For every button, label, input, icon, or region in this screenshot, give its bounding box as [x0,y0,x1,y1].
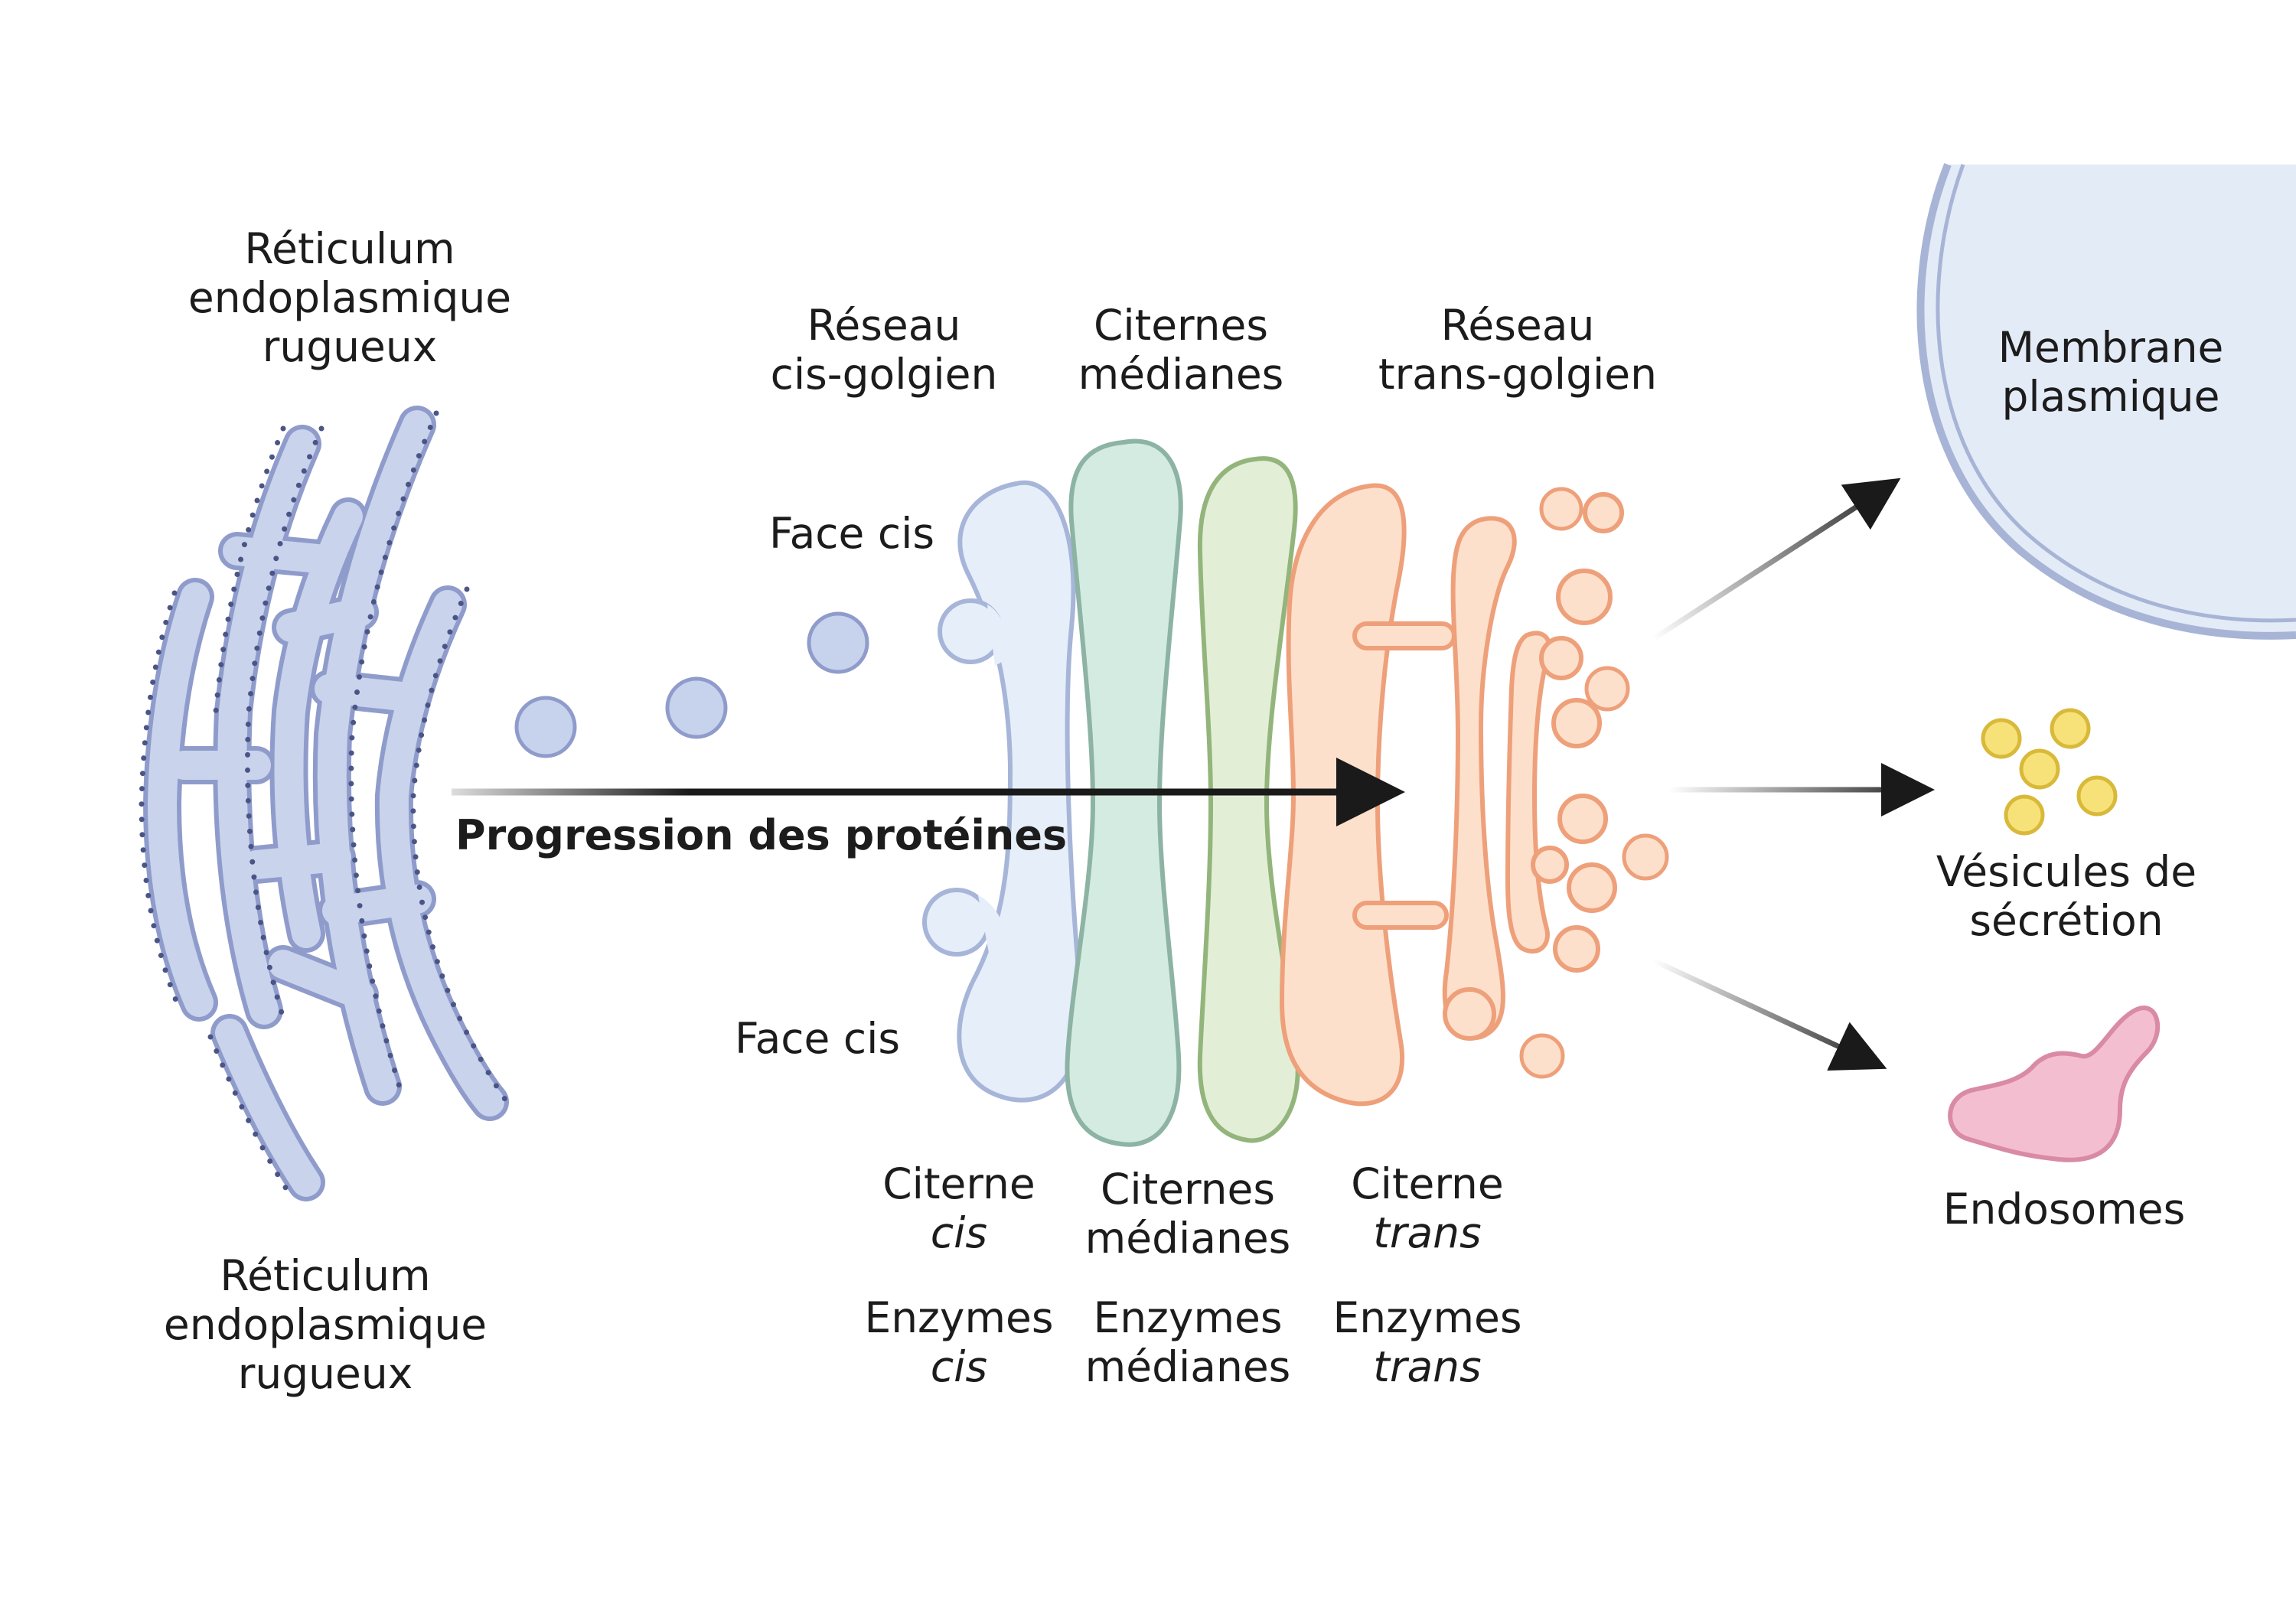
label-cis-golgi-network: Réseau cis-golgien [770,301,998,399]
label-medial-cisterns: Citernes médianes [1084,1165,1291,1263]
label-medial-enzymes: Enzymes médianes [1084,1293,1291,1391]
label-plasma-membrane: Membrane plasmique [1998,323,2224,421]
transport-vesicle [665,676,728,739]
label-face-cis-bottom: Face cis [735,1014,901,1063]
label-endosomes: Endosomes [1942,1185,2186,1234]
trans-vesicle [1519,1033,1565,1079]
secretory-vesicles [1981,708,2118,836]
label-cis-enzymes: Enzymes cis [864,1293,1054,1391]
trans-vesicle [1539,487,1583,531]
label-cis-cistern: Citerne cis [882,1159,1035,1257]
endosome [1948,1006,2161,1162]
trans-vesicle [1584,666,1630,712]
label-trans-cistern: Citerne trans [1351,1159,1504,1257]
label-medial-cisterns-top: Citernes médianes [1078,301,1284,399]
medial-cistern-2 [1197,456,1300,1143]
arrow-to-endosomes [1652,957,1887,1071]
plasma-membrane [1916,163,2296,640]
label-rer-top: Réticulum endoplasmique rugueux [188,224,512,371]
transport-vesicle [807,611,869,674]
rough-er [139,406,514,1201]
arrow-to-membrane [1652,478,1901,641]
transport-vesicles [514,611,869,758]
label-trans-enzymes: Enzymes trans [1332,1293,1522,1391]
label-face-cis-top: Face cis [769,509,935,558]
label-protein-progression: Progression des protéines [455,811,1068,859]
trans-vesicle [1622,833,1669,881]
label-trans-golgi-network: Réseau trans-golgien [1378,301,1657,399]
label-secretory-vesicles: Vésicules de sécrétion [1936,847,2197,945]
label-rer-bottom: Réticulum endoplasmique rugueux [163,1251,488,1398]
transport-vesicle [514,696,577,758]
